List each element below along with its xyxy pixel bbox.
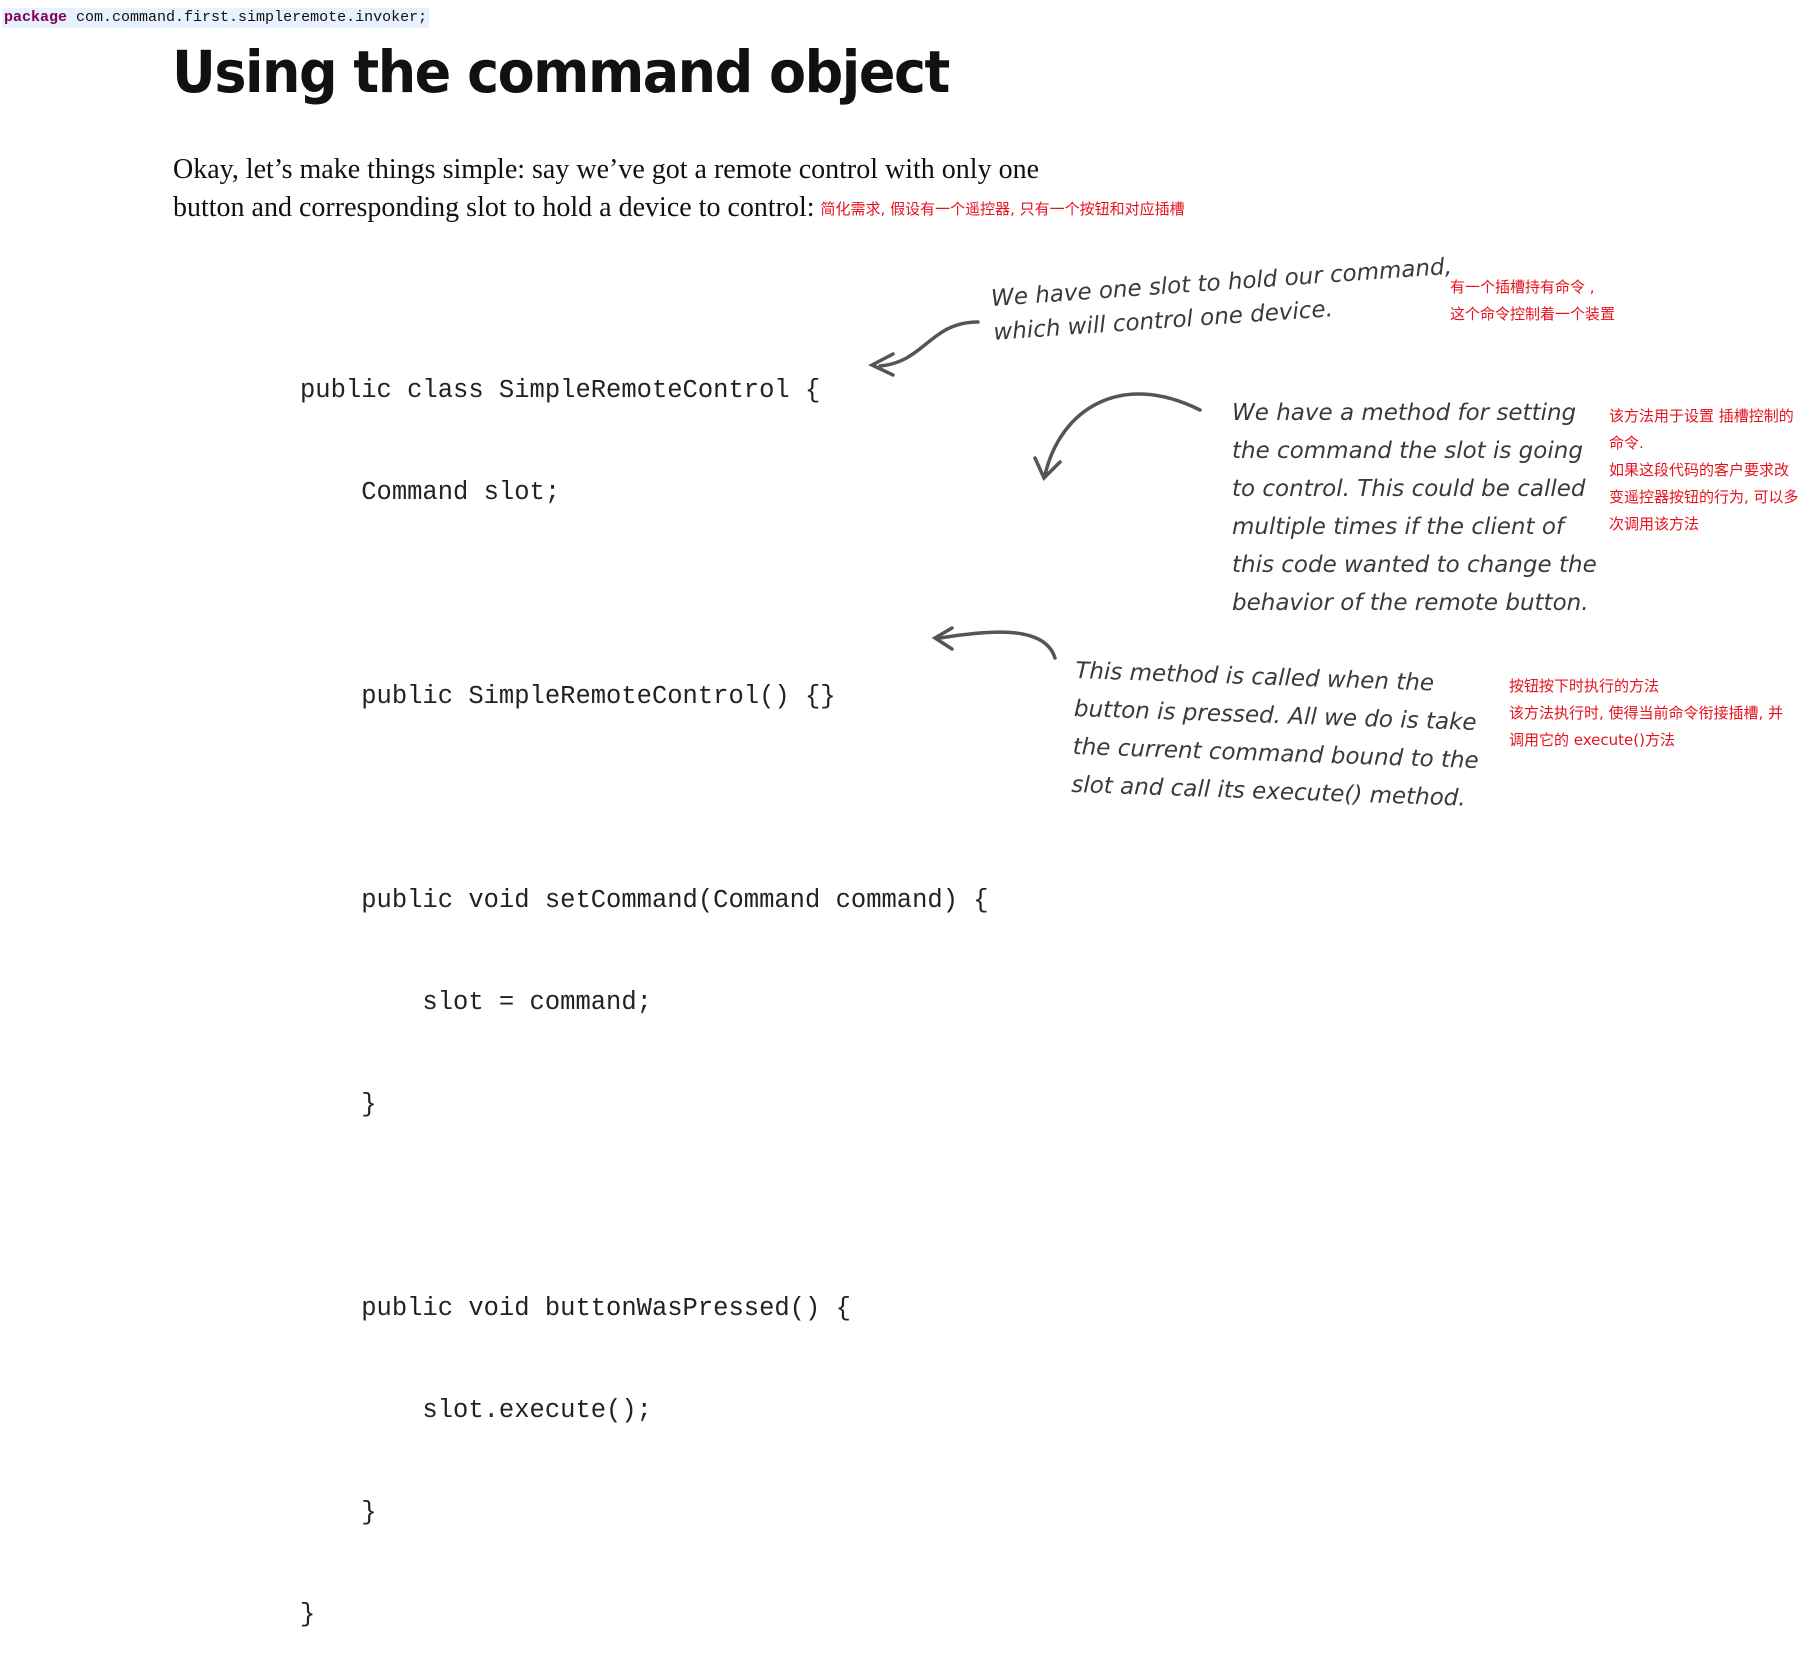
intro-line-1: Okay, let’s make things simple: say we’v… xyxy=(173,154,1039,185)
code-line: } xyxy=(300,1498,377,1527)
annotation-line: multiple times if the client of xyxy=(1232,514,1564,540)
arrow-setcommand xyxy=(1043,392,1202,477)
page-title: Using the command object xyxy=(172,38,950,107)
annotation-line: behavior of the remote button. xyxy=(1232,590,1589,616)
annotation-setcommand: We have a method for setting the command… xyxy=(1232,394,1597,622)
package-name: com.command.first.simpleremote.invoker; xyxy=(76,9,428,26)
annotation-arrows xyxy=(868,320,1202,660)
arrow-button xyxy=(938,630,1057,660)
code-line xyxy=(300,1190,989,1224)
note-buttonwaspressed: 按钮按下时执行的方法 该方法执行时, 使得当前命令衔接插槽, 并 调用它的 ex… xyxy=(1509,673,1783,754)
note-line: 次调用该方法 xyxy=(1609,515,1700,533)
note-line: 按钮按下时执行的方法 xyxy=(1509,677,1660,695)
intro-paragraph: Okay, let’s make things simple: say we’v… xyxy=(173,151,1273,228)
intro-line-2-text: button and corresponding slot to hold a … xyxy=(173,192,815,223)
note-slot: 有一个插槽持有命令 , 这个命令控制着一个装置 xyxy=(1450,274,1615,328)
arrow-slot xyxy=(878,320,980,368)
annotation-line: this code wanted to change the xyxy=(1232,552,1597,578)
note-line: 命令. xyxy=(1609,434,1644,452)
note-setcommand: 该方法用于设置 插槽控制的 命令. 如果这段代码的客户要求改 变遥控器按钮的行为… xyxy=(1609,403,1799,538)
intro-line-2: button and corresponding slot to hold a … xyxy=(173,189,1273,228)
code-line: public void buttonWasPressed() { xyxy=(300,1294,851,1323)
code-line: public void setCommand(Command command) … xyxy=(300,886,989,915)
arrow-button-head xyxy=(931,626,954,651)
arrow-setcommand-head xyxy=(1033,456,1062,482)
code-line: slot = command; xyxy=(300,988,652,1017)
annotation-line: to control. This could be called xyxy=(1232,476,1586,502)
code-line: public SimpleRemoteControl() {} xyxy=(300,682,836,711)
code-line: slot.execute(); xyxy=(300,1396,652,1425)
annotation-line: We have a method for setting xyxy=(1232,400,1577,426)
code-line: } xyxy=(300,1090,377,1119)
note-line: 如果这段代码的客户要求改 xyxy=(1609,461,1790,479)
annotation-line: the command the slot is going xyxy=(1232,438,1583,464)
note-line: 有一个插槽持有命令 , xyxy=(1450,278,1595,296)
annotation-buttonwaspressed: This method is called when the button is… xyxy=(1071,652,1482,818)
note-line: 变遥控器按钮的行为, 可以多 xyxy=(1609,488,1799,506)
code-line: public class SimpleRemoteControl { xyxy=(300,376,821,405)
package-keyword: package xyxy=(4,9,68,26)
arrow-slot-head xyxy=(868,352,895,377)
note-line: 该方法用于设置 插槽控制的 xyxy=(1609,407,1794,425)
code-line: } xyxy=(300,1600,316,1629)
note-line: 调用它的 execute()方法 xyxy=(1509,731,1675,749)
note-line: 该方法执行时, 使得当前命令衔接插槽, 并 xyxy=(1509,704,1784,722)
intro-note: 简化需求, 假设有一个遥控器, 只有一个按钮和对应插槽 xyxy=(820,200,1185,218)
package-declaration: package com.command.first.simpleremote.i… xyxy=(2,8,430,28)
note-line: 这个命令控制着一个装置 xyxy=(1450,305,1616,323)
code-line: Command slot; xyxy=(300,478,561,507)
